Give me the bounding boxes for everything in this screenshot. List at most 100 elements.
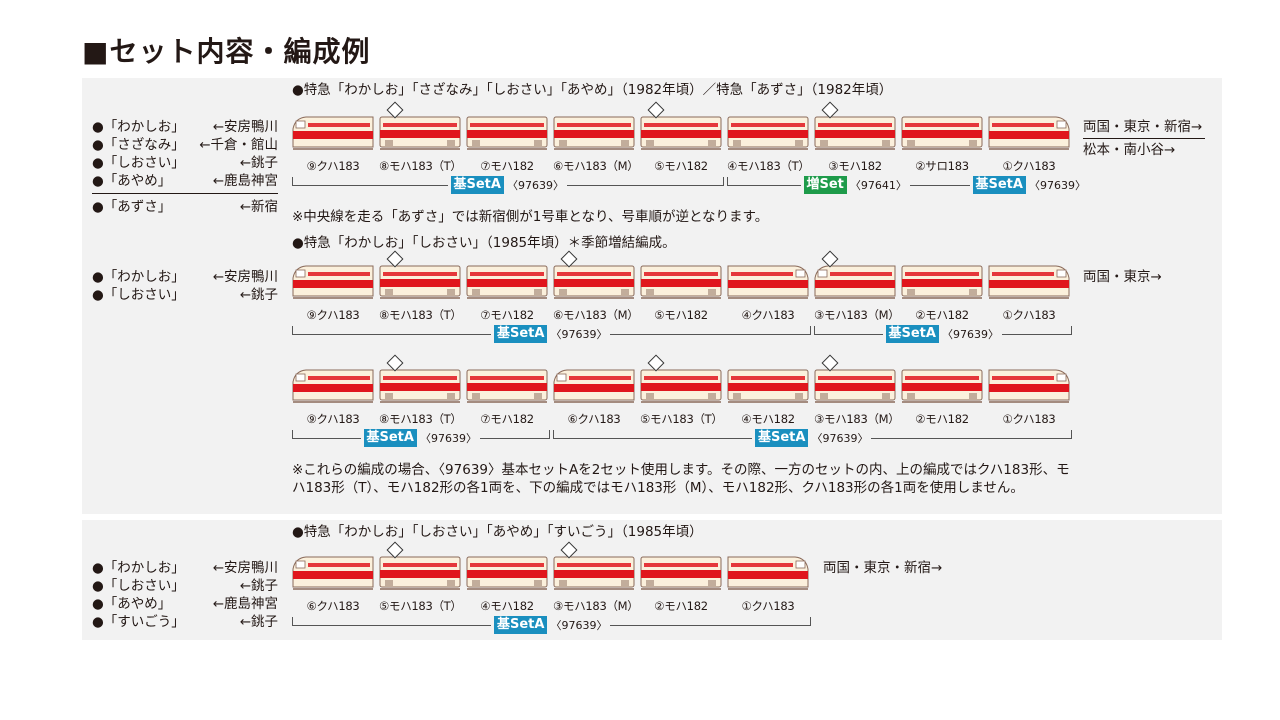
train-car-mid xyxy=(466,264,548,302)
car-label: ⑦モハ182 xyxy=(480,412,534,426)
set-code: 〈97639〉 xyxy=(506,179,564,192)
set-label: 基SetA〈97639〉 xyxy=(969,176,1089,194)
section1-note: ※中央線を走る「あずさ」では新宿側が1号車となり、号車順が逆となります。 xyxy=(292,209,769,225)
set-code: 〈97639〉 xyxy=(550,619,608,632)
section1-heading: ●特急「わかしお」「さざなみ」「しおさい」「あやめ」（1982年頃）／特急「あず… xyxy=(292,82,893,98)
section3-note: ※これらの編成の場合、〈97639〉基本セットAを2セット使用します。その際、一… xyxy=(292,462,1070,496)
car-label: ②モハ182 xyxy=(915,412,969,426)
car-label: ⑧モハ183（T） xyxy=(379,159,462,173)
set-code: 〈97641〉 xyxy=(849,179,907,192)
train-car-mid xyxy=(727,368,809,406)
set-badge: 基SetA xyxy=(755,429,809,447)
set-code: 〈97639〉 xyxy=(419,432,477,445)
set-label: 基SetA〈97639〉 xyxy=(882,325,1002,343)
destination-2: 松本・南小谷→ xyxy=(1083,142,1176,158)
train-car-mid xyxy=(640,115,722,153)
car-label: ⑥モハ183（M） xyxy=(553,159,639,173)
car-label: ⑧モハ183（T） xyxy=(379,308,462,322)
set-code: 〈97639〉 xyxy=(1028,179,1086,192)
set-badge: 基SetA xyxy=(494,616,548,634)
page-title: ■セット内容・編成例 xyxy=(82,35,371,68)
set-badge: 増Set xyxy=(803,176,847,194)
train-car-mid xyxy=(640,555,722,593)
train-car-mid xyxy=(640,264,722,302)
car-label: ②サロ183 xyxy=(915,159,969,173)
destination-1: 両国・東京・新宿→ xyxy=(1083,119,1203,135)
set-label: 基SetA〈97639〉 xyxy=(491,616,611,634)
car-label: ⑥クハ183 xyxy=(306,599,360,613)
car-label: ③モハ183（M） xyxy=(553,599,639,613)
car-label: ⑨クハ183 xyxy=(306,412,360,426)
set-label: 基SetA〈97639〉 xyxy=(491,325,611,343)
train-car-mid xyxy=(466,368,548,406)
destination: 両国・東京・新宿→ xyxy=(823,560,943,576)
set-badge: 基SetA xyxy=(972,176,1026,194)
train-car-cabR xyxy=(727,264,809,302)
car-label: ⑧モハ183（T） xyxy=(379,412,462,426)
train-car-mid xyxy=(901,115,983,153)
destination-divider xyxy=(1083,138,1205,139)
car-label: ③モハ182 xyxy=(828,159,882,173)
car-label: ⑦モハ182 xyxy=(480,308,534,322)
car-label: ⑨クハ183 xyxy=(306,308,360,322)
set-label: 増Set〈97641〉 xyxy=(800,176,910,194)
car-label: ⑥クハ183 xyxy=(567,412,621,426)
car-label: ④クハ183 xyxy=(741,308,795,322)
car-label: ⑤モハ183（T） xyxy=(379,599,462,613)
train-car-cabL xyxy=(292,115,374,153)
car-label: ④モハ183（T） xyxy=(727,159,810,173)
train-car-cabR xyxy=(988,115,1070,153)
section2-heading: ●特急「わかしお」「しおさい」（1985年頃）＊季節増結編成。 xyxy=(292,235,676,251)
train-car-mid xyxy=(640,368,722,406)
set-label: 基SetA〈97639〉 xyxy=(447,176,567,194)
train-car-mid xyxy=(379,368,461,406)
car-label: ⑤モハ183（T） xyxy=(640,412,723,426)
car-label: ④モハ182 xyxy=(480,599,534,613)
set-label: 基SetA〈97639〉 xyxy=(752,429,872,447)
car-label: ①クハ183 xyxy=(1002,308,1056,322)
route-divider xyxy=(92,193,278,194)
train-car-mid xyxy=(727,115,809,153)
set-badge: 基SetA xyxy=(494,325,548,343)
car-label: ③モハ183（M） xyxy=(814,308,900,322)
train-car-mid xyxy=(379,264,461,302)
train-car-cabL xyxy=(292,368,374,406)
train-car-mid xyxy=(814,368,896,406)
car-label: ⑨クハ183 xyxy=(306,159,360,173)
car-label: ②モハ182 xyxy=(654,599,708,613)
train-car-cabL xyxy=(553,368,635,406)
car-label: ④モハ182 xyxy=(741,412,795,426)
set-code: 〈97639〉 xyxy=(811,432,869,445)
train-car-mid xyxy=(379,555,461,593)
train-car-mid xyxy=(466,115,548,153)
car-label: ①クハ183 xyxy=(1002,159,1056,173)
train-car-mid xyxy=(901,368,983,406)
car-label: ⑦モハ182 xyxy=(480,159,534,173)
train-car-cabR xyxy=(988,264,1070,302)
train-car-mid xyxy=(379,115,461,153)
car-label: ③モハ183（M） xyxy=(814,412,900,426)
set-badge: 基SetA xyxy=(363,429,417,447)
train-car-cabL xyxy=(292,264,374,302)
train-car-cabR xyxy=(988,368,1070,406)
train-car-cabR xyxy=(727,555,809,593)
destination: 両国・東京→ xyxy=(1083,269,1162,285)
set-code: 〈97639〉 xyxy=(941,328,999,341)
car-label: ⑥モハ183（M） xyxy=(553,308,639,322)
train-car-mid xyxy=(553,555,635,593)
train-car-cabL xyxy=(814,264,896,302)
set-code: 〈97639〉 xyxy=(550,328,608,341)
set-label: 基SetA〈97639〉 xyxy=(360,429,480,447)
train-car-mid xyxy=(814,115,896,153)
train-car-mid xyxy=(553,264,635,302)
train-car-cabL xyxy=(292,555,374,593)
train-car-mid xyxy=(901,264,983,302)
set-badge: 基SetA xyxy=(450,176,504,194)
car-label: ⑤モハ182 xyxy=(654,308,708,322)
section4-heading: ●特急「わかしお」「しおさい」「あやめ」「すいごう」（1985年頃） xyxy=(292,524,703,540)
car-label: ⑤モハ182 xyxy=(654,159,708,173)
set-badge: 基SetA xyxy=(885,325,939,343)
car-label: ①クハ183 xyxy=(741,599,795,613)
car-label: ①クハ183 xyxy=(1002,412,1056,426)
train-car-mid xyxy=(466,555,548,593)
